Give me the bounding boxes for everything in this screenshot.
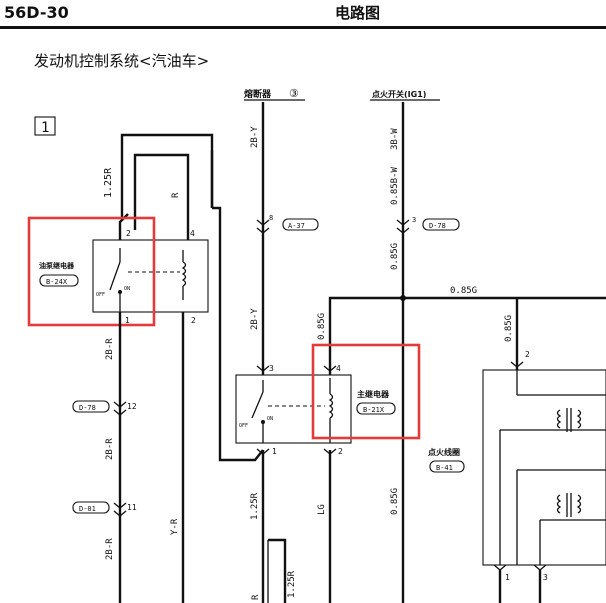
ignition-coil-tag	[429, 460, 465, 473]
fuel-pump-relay-tag	[39, 274, 79, 287]
main-relay-label: 主继电器	[357, 389, 390, 399]
pump-on-label: ON	[124, 286, 130, 292]
ignition-switch-label: 点火开关(IG1)	[372, 89, 426, 99]
pin-11: 11	[127, 503, 137, 512]
section-subtitle: 发动机控制系统<汽油车>	[34, 52, 210, 70]
main-off-label: OFF	[239, 423, 248, 429]
label-2B-R-b: 2B-R	[105, 438, 115, 460]
fuel-pump-relay-connector: B-24X	[46, 278, 68, 286]
sheet-number: 1	[41, 120, 49, 136]
wire-loop-to-main	[210, 150, 264, 462]
ignition-coil: 2 点火线圈 B-41 1 3	[428, 350, 606, 603]
main-switch-blade	[251, 391, 264, 419]
label-2B-R-c: 2B-R	[105, 538, 115, 560]
connector-D-78-top-label: D-78	[429, 222, 446, 230]
fuel-pump-relay-label: 油泵继电器	[39, 261, 75, 270]
connector-mark-left-1	[113, 401, 127, 416]
wire-pump-pin2	[118, 213, 129, 240]
coil-pin-3: 3	[543, 573, 548, 582]
ignition-coil-connector: B-41	[436, 464, 453, 472]
label-1-25R-b: 1.25R	[250, 492, 260, 520]
wire-1-25R-c	[268, 538, 287, 603]
label-LG: LG	[317, 504, 327, 515]
main-relay: 3 4 OFF ON 主继电器 B-21X 1 2	[235, 364, 396, 456]
main-pin-1: 1	[272, 447, 277, 456]
label-2B-Y-top: 2B-Y	[250, 126, 260, 148]
coil-pin1-mark	[493, 564, 507, 571]
connector-A-37	[282, 218, 319, 231]
sheet-number-box	[34, 116, 56, 136]
coil-secondary-1	[576, 409, 582, 429]
junction-dot	[400, 295, 406, 301]
pump-off-label: OFF	[96, 292, 105, 298]
coil-pin-2: 2	[525, 350, 530, 359]
main-pin4-mark	[323, 365, 337, 372]
label-2B-Y-mid: 2B-Y	[250, 308, 260, 330]
page-header: 56D-30 电路图	[0, 0, 606, 30]
label-Y-R: Y-R	[170, 518, 180, 535]
coil-pin2-mark	[510, 361, 524, 368]
pin-3-top: 3	[412, 216, 416, 224]
wire-R-loop	[133, 153, 190, 240]
connector-mark-D78-top	[396, 219, 410, 234]
label-0-85G-horizontal: 0.85G	[450, 286, 477, 296]
label-0-85B-W: 0.85B-W	[390, 166, 400, 205]
pump-pin-1: 1	[125, 316, 130, 325]
wire-0-85G-bus	[328, 296, 606, 375]
main-relay-tag	[356, 402, 396, 415]
main-relay-coil	[328, 393, 334, 419]
fuse-number: ③	[289, 87, 299, 100]
label-0-85G-right: 0.85G	[504, 315, 514, 342]
connector-D-78-top	[422, 218, 460, 231]
main-pin-4: 4	[336, 364, 341, 373]
connector-A-37-label: A-37	[288, 222, 305, 230]
label-R: R	[171, 192, 181, 198]
main-relay-connector: B-21X	[363, 406, 385, 414]
coil-primary-1	[556, 409, 562, 429]
label-0-85G-d: 0.85G	[317, 313, 327, 340]
pump-pin-2b: 2	[191, 316, 196, 325]
coil-pin3-mark	[533, 564, 547, 571]
fuel-pump-relay: 4 2 OFF ON 油泵继电器 B-24X 1 2	[39, 133, 214, 325]
pump-pin-2: 2	[126, 229, 131, 238]
page-code: 56D-30	[4, 3, 69, 22]
highlight-fuel-pump-relay	[27, 216, 156, 327]
main-relay-body	[235, 374, 352, 444]
connector-mark-left-2	[113, 502, 127, 517]
coil-pin-1: 1	[505, 573, 510, 582]
pin-8: 8	[269, 214, 273, 222]
connector-D-78-left	[72, 400, 110, 413]
fuel-pump-relay-body	[92, 239, 209, 313]
coil-primary-2	[556, 494, 562, 514]
label-0-85G-c: 0.85G	[390, 488, 400, 515]
pump-pin-4: 4	[190, 229, 195, 238]
header-rule	[0, 26, 606, 29]
connector-D-78-left-label: D-78	[79, 404, 96, 412]
fuse-label: 熔断器	[244, 88, 272, 100]
connector-D-01	[72, 501, 110, 514]
ignition-coil-body	[482, 369, 606, 566]
label-3B-W: 3B-W	[390, 128, 400, 150]
label-R-bottom: R	[251, 594, 261, 600]
pin-12: 12	[127, 402, 137, 411]
ignition-coil-label: 点火线圈	[428, 447, 460, 457]
label-1-25R: 1.25R	[103, 167, 114, 198]
connector-D-01-label: D-01	[79, 505, 96, 513]
label-0-85G-a: 0.85G	[390, 243, 400, 270]
main-on-label: ON	[267, 416, 273, 422]
pump-switch-blade	[109, 261, 121, 291]
main-pin-2: 2	[338, 447, 343, 456]
label-2B-R-a: 2B-R	[105, 338, 115, 360]
highlight-main-relay	[311, 343, 421, 440]
coil-secondary-2	[576, 494, 582, 514]
connector-mark-A37	[256, 219, 270, 234]
main-pin-3: 3	[269, 364, 274, 373]
label-1-25R-c: 1.25R	[287, 570, 297, 598]
pump-relay-coil	[181, 261, 187, 287]
page-title: 电路图	[335, 4, 381, 22]
main-pin3-mark	[256, 365, 270, 372]
